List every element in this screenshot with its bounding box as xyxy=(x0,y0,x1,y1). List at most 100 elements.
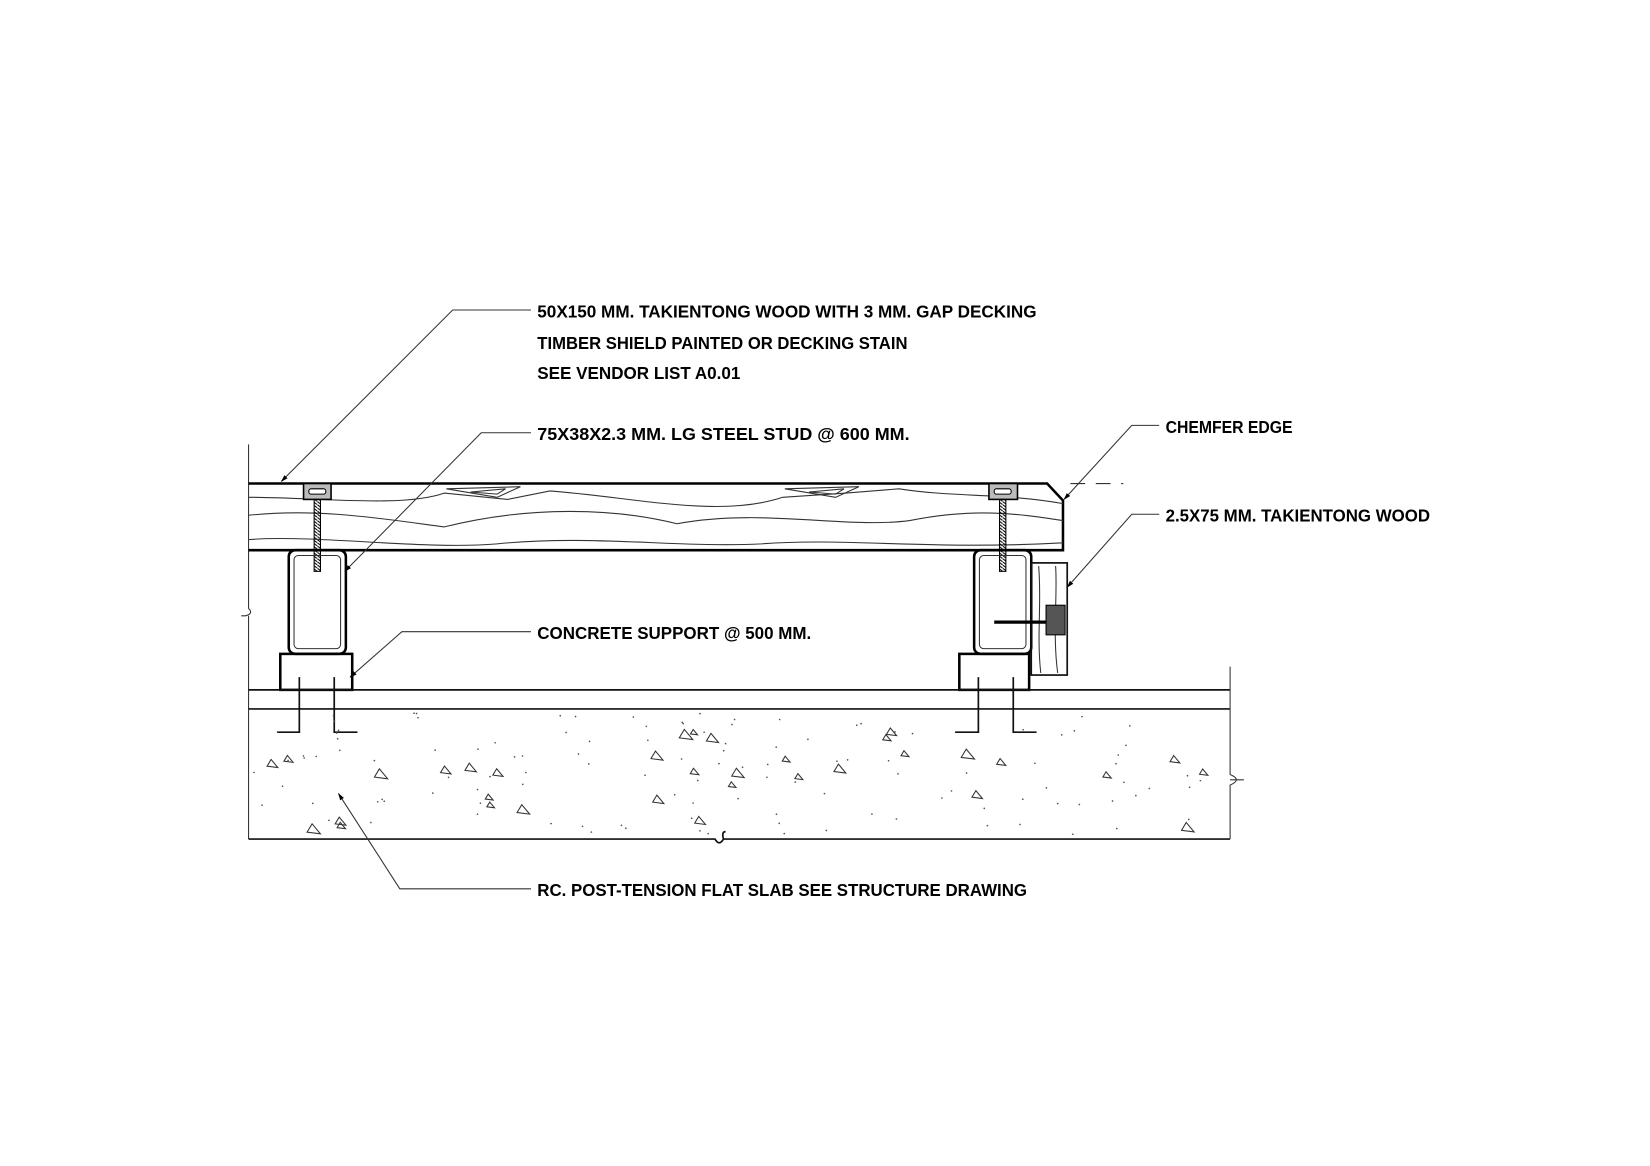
aggregate-dot xyxy=(1078,803,1081,806)
aggregate-dot xyxy=(335,732,338,734)
aggregate-dot xyxy=(253,771,255,774)
aggregate-dot xyxy=(574,715,577,718)
aggregate-dot xyxy=(590,831,593,833)
deck-clip-left xyxy=(302,482,332,501)
aggregate-dot xyxy=(1199,779,1202,782)
aggregate-dot xyxy=(1019,823,1021,826)
aggregate-dot xyxy=(1125,744,1127,747)
aggregate-dot xyxy=(823,792,826,795)
aggregate-mark xyxy=(1180,821,1196,833)
screw-left xyxy=(313,498,322,572)
aggregate-dot xyxy=(559,714,562,717)
aggregate-dot xyxy=(1056,802,1059,805)
aggregate-mark xyxy=(336,821,347,830)
aggregate-dot xyxy=(376,800,379,803)
aggregate-dot xyxy=(1045,787,1048,789)
aggregate-dot xyxy=(703,731,705,734)
aggregate-dot xyxy=(696,779,699,782)
aggregate-dot xyxy=(1135,794,1137,797)
aggregate-mark xyxy=(971,789,984,800)
aggregate-dot xyxy=(1021,798,1024,801)
aggregate-dot xyxy=(281,785,284,788)
aggregate-dot xyxy=(860,722,862,725)
aggregate-mark xyxy=(885,727,898,737)
aggregate-dot xyxy=(521,755,524,757)
aggregate-dot xyxy=(836,760,838,763)
aggregate-dot xyxy=(1060,734,1063,736)
anchor-bolts xyxy=(277,677,1037,734)
aggregate-dot xyxy=(373,759,376,762)
aggregate-dot xyxy=(525,771,527,774)
aggregate-mark xyxy=(283,754,295,764)
aggregate-dot xyxy=(332,714,335,717)
aggregate-dot xyxy=(1081,715,1083,718)
aggregate-dot xyxy=(887,759,890,762)
decking-board xyxy=(248,482,1124,552)
aggregate-mark xyxy=(705,732,720,744)
aggregate-dot xyxy=(737,797,739,800)
aggregate-dot xyxy=(825,829,828,832)
aggregate-dot xyxy=(632,716,635,718)
aggregate-dot xyxy=(986,824,989,827)
aggregate-dot xyxy=(766,776,768,779)
aggregate-mark xyxy=(693,815,707,826)
aggregate-dot xyxy=(894,731,896,733)
aggregate-dot xyxy=(476,788,479,791)
aggregate-dot xyxy=(336,737,339,740)
aggregate-dot xyxy=(447,776,450,779)
aggregate-dot xyxy=(383,800,386,803)
aggregate-mark xyxy=(266,758,280,769)
aggregate-mark xyxy=(1102,770,1113,779)
leader-chamfer xyxy=(1063,424,1160,500)
aggregate-mark xyxy=(794,772,805,781)
label-decking-line3: SEE VENDOR LIST A0.01 xyxy=(537,363,740,383)
aggregate-dot xyxy=(1115,762,1117,765)
aggregate-dot xyxy=(682,722,685,725)
aggregate-dot xyxy=(1073,730,1076,732)
aggregate-dot xyxy=(315,755,318,758)
aggregate-dot xyxy=(699,829,701,832)
aggregate-mark xyxy=(678,728,695,741)
label-chamfer-edge: CHEMFER EDGE xyxy=(1166,417,1293,437)
aggregate-dot xyxy=(681,721,684,724)
concrete-support-left xyxy=(279,652,354,692)
label-steel-stud: 75X38X2.3 MM. LG STEEL STUD @ 600 MM. xyxy=(537,424,909,444)
aggregate-dot xyxy=(434,749,437,751)
aggregate-mark xyxy=(1198,768,1210,776)
aggregate-dot xyxy=(1187,818,1190,821)
aggregate-dot xyxy=(766,763,769,766)
aggregate-dot xyxy=(1148,787,1151,790)
aggregate-mark xyxy=(881,733,893,742)
aggregate-dot xyxy=(477,748,479,751)
aggregate-dot xyxy=(983,807,986,810)
aggregate-mark xyxy=(730,767,746,779)
aggregate-dot xyxy=(1022,728,1024,731)
aggregate-dot xyxy=(941,797,943,799)
label-concrete-support: CONCRETE SUPPORT @ 500 MM. xyxy=(537,623,811,643)
aggregate-dot xyxy=(1111,800,1114,802)
aggregate-dot xyxy=(276,731,279,733)
leader-fascia xyxy=(1066,513,1160,588)
leader-slab xyxy=(338,792,531,890)
aggregate-dot xyxy=(1186,774,1189,777)
label-decking-line2: TIMBER SHIELD PAINTED OR DECKING STAIN xyxy=(537,333,907,353)
aggregate-mark xyxy=(689,767,701,776)
aggregate-dot xyxy=(588,740,591,743)
aggregate-mark xyxy=(464,762,478,773)
aggregate-dot xyxy=(476,813,479,816)
aggregate-dot xyxy=(699,712,701,715)
label-slab: RC. POST-TENSION FLAT SLAB SEE STRUCTURE… xyxy=(537,880,1027,900)
aggregate-dot xyxy=(846,759,849,761)
aggregate-dot xyxy=(647,739,649,742)
aggregate-dot xyxy=(965,772,968,774)
aggregate-mark xyxy=(484,793,495,801)
aggregate-dot xyxy=(645,725,648,728)
aggregate-dot xyxy=(775,813,778,816)
aggregate-dot xyxy=(1188,786,1191,789)
aggregate-dot xyxy=(261,804,263,807)
aggregate-dot xyxy=(807,738,809,741)
leader-decking xyxy=(280,309,531,482)
aggregate-mark xyxy=(373,767,389,780)
aggregate-mark xyxy=(900,749,911,758)
aggregate-dot xyxy=(479,802,482,805)
